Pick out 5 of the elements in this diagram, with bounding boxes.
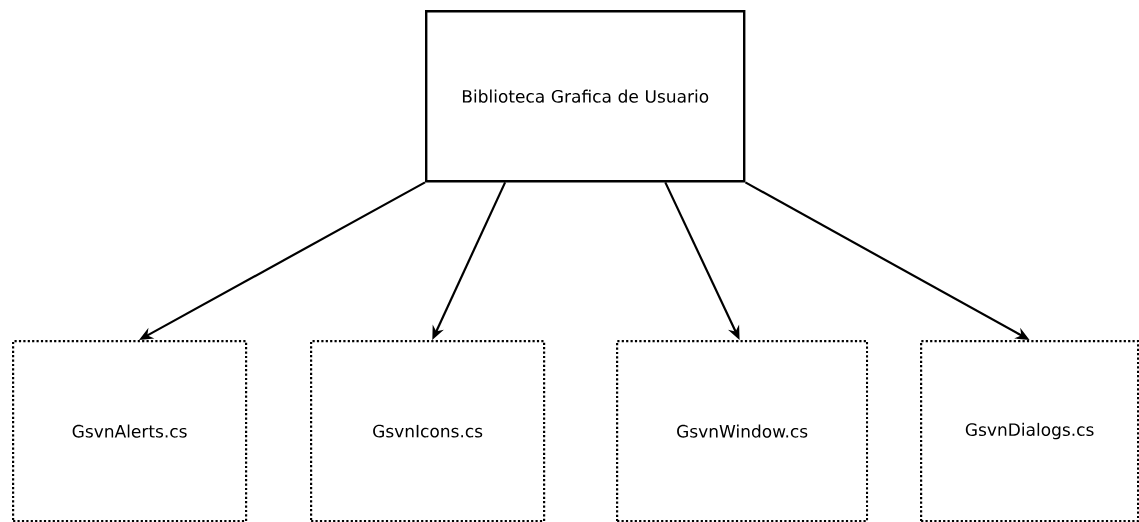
file-box: GsvnDialogs.cs [920,340,1139,522]
file-box: GsvnAlerts.cs [12,340,248,522]
file-box: GsvnWindow.cs [616,340,869,522]
module-box: Biblioteca Grafica de Usuario [425,10,746,183]
file-box: GsvnIcons.cs [310,340,546,522]
